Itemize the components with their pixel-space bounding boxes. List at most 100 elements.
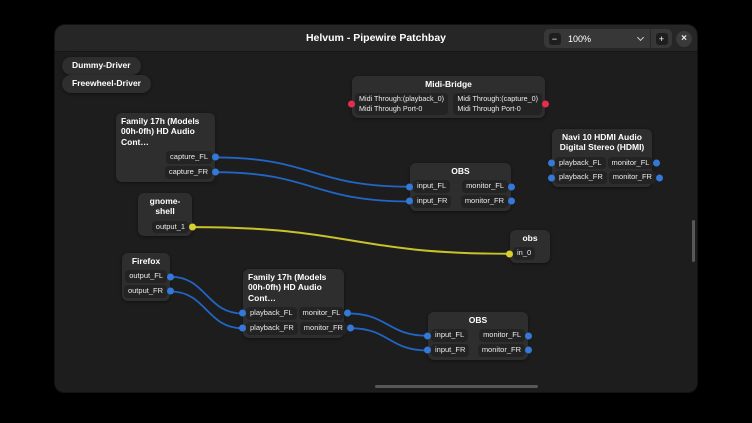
node-obs-small[interactable]: obs in_0 (506, 230, 550, 264)
zoom-level-dropdown[interactable]: 100% (565, 29, 650, 48)
port-Midi Through:(capture_0)[interactable]: Midi Through:(capture_0) Midi Through Po… (453, 93, 549, 116)
node-title: OBS (468, 315, 488, 325)
node-navi-10-hdmi[interactable]: Navi 10 HDMI Audio Digital Stereo (HDMI)… (548, 129, 663, 188)
port-row: output_FL (125, 270, 174, 284)
port-dot[interactable] (167, 287, 174, 295)
port-dot[interactable] (424, 332, 431, 340)
port-monitor_FL[interactable]: monitor_FL (462, 180, 515, 194)
zoom-out-icon: − (548, 32, 561, 45)
port-dot[interactable] (525, 332, 532, 340)
node-freewheel-driver[interactable]: Freewheel-Driver (62, 75, 151, 94)
node-title: Family 17h (Models 00h-0fh) HD Audio Con… (248, 272, 327, 303)
port-input_FL[interactable]: input_FL (424, 329, 469, 343)
port-dot[interactable] (506, 250, 513, 258)
port-dot[interactable] (542, 100, 549, 108)
port-monitor_FR[interactable]: monitor_FR (608, 171, 663, 185)
node-title: Freewheel-Driver (72, 78, 141, 88)
port-monitor_FL[interactable]: monitor_FL (298, 307, 352, 320)
chevron-down-icon (636, 33, 645, 42)
port-input_FR[interactable]: input_FR (424, 344, 470, 357)
port-dot[interactable] (548, 159, 555, 167)
port-output_FL[interactable]: output_FL (125, 270, 174, 284)
wire-firefox-output_FL--family-17h-playback-playback_FL (169, 275, 244, 315)
port-dot[interactable] (344, 309, 352, 317)
port-Midi Through:(playback_0)[interactable]: Midi Through:(playback_0) Midi Through P… (348, 93, 448, 116)
zoom-in-icon: + (655, 32, 668, 45)
node-title: Midi-Bridge (425, 79, 472, 89)
node-family-17h-playback[interactable]: Family 17h (Models 00h-0fh) HD Audio Con… (239, 269, 354, 338)
port-dot[interactable] (239, 324, 246, 332)
window-title: Helvum - Pipewire Patchbay (305, 32, 447, 44)
node-title: OBS (451, 166, 470, 176)
port-dot[interactable] (239, 309, 246, 317)
titlebar[interactable]: Helvum - Pipewire Patchbay − 100% + × (55, 25, 697, 52)
port-dot[interactable] (189, 223, 196, 231)
port-in_0[interactable]: in_0 (506, 247, 536, 261)
node-title: Family 17h (Models 00h-0fh) HD Audio Con… (121, 116, 200, 147)
port-row: in_0 (506, 247, 547, 261)
wire-family-17h-playback-monitor_FL--obs-bottom-input_FL (347, 312, 429, 337)
port-dot[interactable] (406, 197, 413, 205)
port-monitor_FR[interactable]: monitor_FR (460, 195, 515, 208)
zoom-controls: − 100% + (544, 29, 672, 48)
port-capture_FR[interactable]: capture_FR (164, 165, 219, 179)
port-dot[interactable] (525, 346, 532, 354)
port-row: output_FR (123, 285, 174, 298)
port-dot[interactable] (348, 100, 355, 108)
wire-gnome-shell-output_1--obs-small-in_0 (191, 226, 511, 255)
port-row: input_FR monitor_FR (424, 344, 532, 357)
port-dot[interactable] (548, 174, 555, 182)
port-row: capture_FL (119, 151, 219, 164)
port-output_1[interactable]: output_1 (151, 220, 196, 234)
port-dot[interactable] (167, 273, 174, 281)
port-dot[interactable] (406, 183, 413, 191)
port-capture_FL[interactable]: capture_FL (166, 151, 219, 164)
port-dot[interactable] (508, 183, 515, 191)
port-playback_FR[interactable]: playback_FR (548, 171, 607, 185)
port-dot[interactable] (655, 174, 663, 182)
port-dot[interactable] (653, 159, 661, 167)
port-row: input_FR monitor_FR (406, 195, 515, 208)
port-row: input_FL monitor_FL (406, 180, 515, 194)
node-title: obs (522, 233, 538, 243)
node-obs-bottom[interactable]: OBS input_FL monitor_FL input_FR monitor_FR (424, 312, 532, 360)
port-dot[interactable] (212, 153, 219, 161)
node-title: Navi 10 HDMI Audio Digital Stereo (HDMI) (559, 132, 645, 153)
node-family-17h-capture[interactable]: Family 17h (Models 00h-0fh) HD Audio Con… (116, 113, 219, 182)
zoom-in-button[interactable]: + (651, 29, 672, 48)
zoom-level-value: 100% (568, 33, 592, 44)
port-playback_FL[interactable]: playback_FL (239, 307, 297, 320)
wire-firefox-output_FR--family-17h-playback-playback_FR (169, 290, 244, 330)
wire-family-17h-capture-capture_FL--obs-top-input_FL (214, 156, 411, 188)
port-output_FR[interactable]: output_FR (123, 285, 174, 298)
zoom-out-button[interactable]: − (544, 29, 565, 48)
port-playback_FR[interactable]: playback_FR (239, 321, 298, 335)
helvum-window: Helvum - Pipewire Patchbay − 100% + × Du… (55, 25, 697, 392)
wire-family-17h-playback-monitor_FR--obs-bottom-input_FR (349, 327, 429, 352)
port-playback_FL[interactable]: playback_FL (548, 156, 606, 170)
port-row: input_FL monitor_FL (424, 329, 532, 343)
port-dot[interactable] (424, 346, 431, 354)
port-dot[interactable] (508, 197, 515, 205)
node-title: Firefox (131, 256, 161, 266)
port-monitor_FL[interactable]: monitor_FL (479, 329, 532, 343)
horizontal-scrollbar[interactable] (375, 385, 538, 388)
port-input_FL[interactable]: input_FL (406, 180, 451, 194)
port-input_FR[interactable]: input_FR (406, 195, 452, 208)
node-title: Dummy-Driver (72, 60, 131, 70)
port-dot[interactable] (212, 168, 219, 176)
vertical-scrollbar[interactable] (692, 220, 695, 262)
port-dot[interactable] (346, 324, 354, 332)
port-monitor_FL[interactable]: monitor_FL (607, 156, 661, 170)
port-monitor_FR[interactable]: monitor_FR (299, 321, 354, 335)
close-button[interactable]: × (676, 30, 692, 47)
node-dummy-driver[interactable]: Dummy-Driver (62, 57, 141, 76)
port-monitor_FR[interactable]: monitor_FR (477, 344, 532, 357)
divider (650, 29, 651, 48)
